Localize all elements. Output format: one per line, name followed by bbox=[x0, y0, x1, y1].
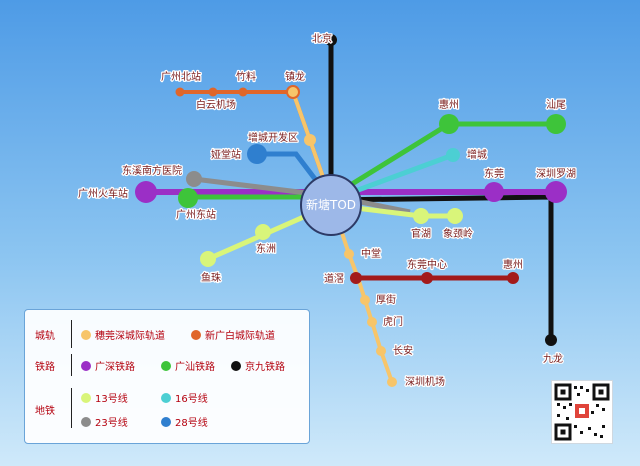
label-sz-airport: 深圳机场 bbox=[405, 375, 445, 388]
station-huizhou-east[interactable] bbox=[507, 272, 519, 284]
label-zhuliao: 竹料 bbox=[236, 70, 256, 83]
station-gz-train[interactable] bbox=[135, 181, 157, 203]
station-yuzhu[interactable] bbox=[200, 251, 216, 267]
legend-category-metro: 地铁 bbox=[35, 406, 55, 417]
label-zhenlong: 镇龙 bbox=[285, 70, 305, 83]
label-xiangjiling: 象颈岭 bbox=[443, 227, 473, 240]
label-shanwei: 汕尾 bbox=[546, 99, 566, 111]
station-humen[interactable] bbox=[367, 317, 377, 327]
label-zengcheng: 增城 bbox=[467, 148, 487, 161]
hub-label: 新塘TOD bbox=[306, 197, 356, 212]
label-zengcheng-dev: 增城开发区 bbox=[248, 131, 298, 144]
station-sz-airport[interactable] bbox=[387, 377, 397, 387]
legend-swatch bbox=[161, 417, 171, 427]
station-zhongtang[interactable] bbox=[344, 249, 354, 259]
label-daojiao: 道滘 bbox=[324, 272, 344, 285]
station-gz-north[interactable] bbox=[175, 87, 185, 97]
legend-swatch bbox=[81, 393, 91, 403]
station-kowloon[interactable] bbox=[545, 334, 557, 346]
label-dongzhou: 东洲 bbox=[256, 242, 276, 255]
legend-divider-1 bbox=[71, 320, 72, 348]
legend-item-guangshen: 广深铁路 bbox=[81, 358, 135, 373]
label-sz-luohu: 深圳罗湖 bbox=[536, 168, 576, 180]
legend-swatch bbox=[161, 393, 171, 403]
legend-divider-2 bbox=[71, 354, 72, 376]
label-dongxi-hospital: 东溪南方医院 bbox=[122, 164, 182, 177]
legend-swatch bbox=[231, 361, 241, 371]
legend-item-jingjiu: 京九铁路 bbox=[231, 358, 285, 373]
label-gz-east: 广州东站 bbox=[176, 208, 216, 221]
label-zhongtang: 中堂 bbox=[361, 247, 381, 260]
label-baiyun-airport: 白云机场 bbox=[196, 98, 236, 111]
qr-code-pattern bbox=[554, 383, 610, 441]
station-zengcheng-dev[interactable] bbox=[304, 134, 316, 146]
legend-category-intercity: 城轨 bbox=[35, 331, 55, 342]
legend-panel: 城轨 穗莞深城际轨道 新广白城际轨道 铁路 广深铁路 广汕铁路 京九铁路 地铁 … bbox=[24, 309, 310, 444]
station-baiyun-airport[interactable] bbox=[208, 87, 218, 97]
station-xiangjiling[interactable] bbox=[447, 208, 463, 224]
station-huizhou-north[interactable] bbox=[439, 114, 459, 134]
station-dongguan[interactable] bbox=[484, 182, 504, 202]
label-dg-center: 东莞中心 bbox=[407, 258, 447, 271]
station-houjie[interactable] bbox=[360, 295, 370, 305]
station-shanwei[interactable] bbox=[546, 114, 566, 134]
legend-swatch bbox=[81, 417, 91, 427]
station-jiangtang[interactable] bbox=[247, 144, 267, 164]
station-beijing[interactable] bbox=[325, 34, 337, 46]
station-dg-center[interactable] bbox=[421, 272, 433, 284]
label-houjie: 厚街 bbox=[376, 293, 396, 306]
station-gz-east[interactable] bbox=[178, 188, 198, 208]
label-changan: 长安 bbox=[393, 344, 413, 357]
label-kowloon: 九龙 bbox=[543, 352, 563, 365]
station-zhuliao[interactable] bbox=[238, 87, 248, 97]
station-sz-luohu[interactable] bbox=[545, 181, 567, 203]
label-yuzhu: 鱼珠 bbox=[201, 271, 221, 284]
legend-category-railway: 铁路 bbox=[35, 362, 55, 373]
legend-item-suiguanshen: 穗莞深城际轨道 bbox=[81, 327, 165, 342]
station-guanhu[interactable] bbox=[413, 208, 429, 224]
legend-item-metro-13: 13号线 bbox=[81, 390, 128, 405]
label-beijing: 北京 bbox=[312, 32, 332, 45]
legend-item-xinguangbai: 新广白城际轨道 bbox=[191, 327, 275, 342]
legend-item-guangshan: 广汕铁路 bbox=[161, 358, 215, 373]
label-humen: 虎门 bbox=[383, 315, 403, 328]
legend-divider-3 bbox=[71, 388, 72, 428]
legend-swatch bbox=[191, 330, 201, 340]
label-gz-north: 广州北站 bbox=[161, 70, 201, 83]
station-changan[interactable] bbox=[376, 346, 386, 356]
legend-item-metro-28: 28号线 bbox=[161, 414, 208, 429]
legend-swatch bbox=[161, 361, 171, 371]
station-dongzhou[interactable] bbox=[255, 224, 271, 240]
station-zhenlong[interactable] bbox=[286, 85, 300, 99]
station-daojiao[interactable] bbox=[350, 272, 362, 284]
station-zengcheng[interactable] bbox=[446, 148, 460, 162]
station-dongxi-hospital[interactable] bbox=[186, 171, 202, 187]
hub-xintang-tod[interactable] bbox=[300, 174, 362, 236]
legend-item-metro-16: 16号线 bbox=[161, 390, 208, 405]
label-dongguan: 东莞 bbox=[484, 167, 504, 180]
legend-item-metro-23: 23号线 bbox=[81, 414, 128, 429]
label-huizhou-east: 惠州 bbox=[503, 258, 523, 271]
label-gz-train: 广州火车站 bbox=[78, 187, 128, 200]
label-huizhou-north: 惠州 bbox=[439, 98, 459, 111]
qr-code bbox=[551, 380, 613, 444]
legend-swatch bbox=[81, 330, 91, 340]
label-jiangtang: 娅堂站 bbox=[211, 148, 241, 161]
legend-swatch bbox=[81, 361, 91, 371]
label-guanhu: 官湖 bbox=[411, 227, 431, 240]
